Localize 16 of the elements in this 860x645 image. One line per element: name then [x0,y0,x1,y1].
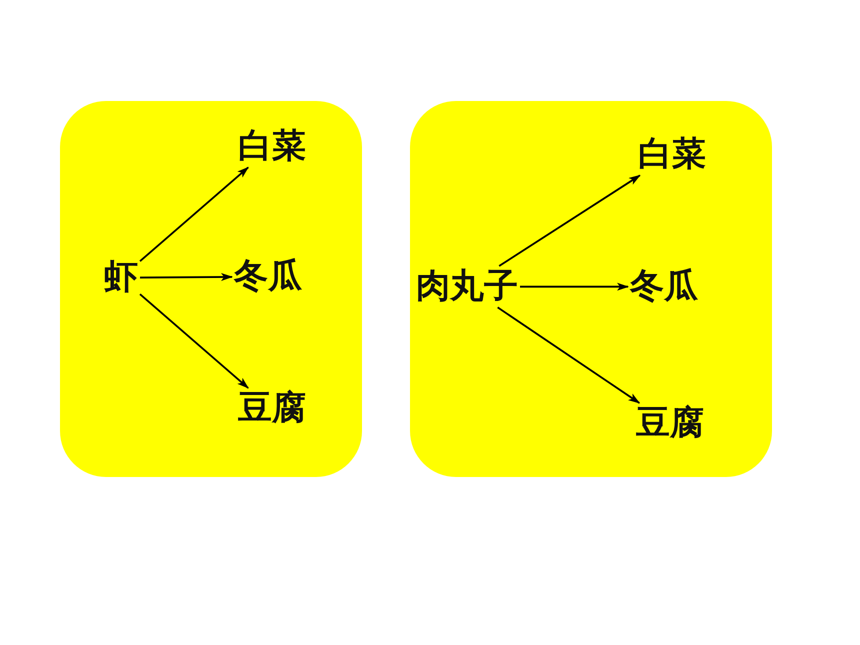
node-label: 白菜 [638,136,706,174]
node-label: 白菜 [238,128,306,166]
node-label: 冬瓜 [630,268,698,306]
arrow [497,306,640,404]
node-label: 虾 [104,259,138,296]
node-label: 肉丸子 [416,268,518,306]
arrow [498,174,641,267]
panel-background [60,101,362,477]
node-label: 冬瓜 [234,258,302,296]
arrow [520,282,629,291]
node-label: 豆腐 [238,390,306,428]
arrow [139,166,249,262]
arrow [139,294,249,389]
arrow [140,273,233,282]
panel-background [410,101,772,477]
node-label: 豆腐 [636,405,704,442]
